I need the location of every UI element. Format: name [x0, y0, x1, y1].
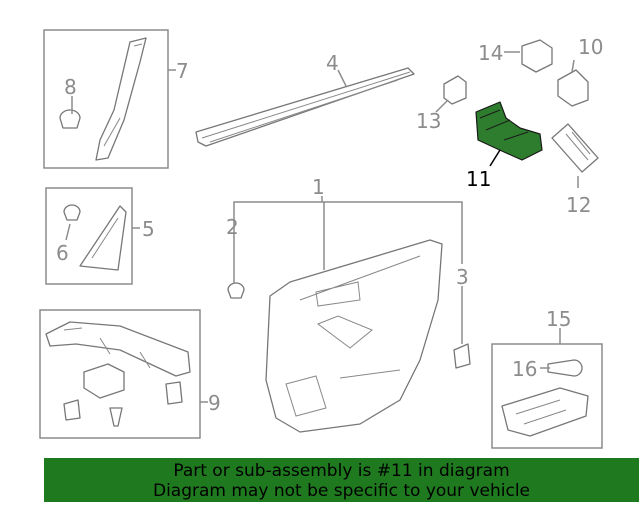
label-11: 11 [466, 167, 491, 191]
part-15-lamp-housing [501, 387, 589, 437]
label-3: 3 [456, 265, 469, 289]
part-group-11: 11 [466, 101, 543, 191]
part-9-clip-a [63, 399, 81, 421]
label-15: 15 [546, 307, 571, 331]
part-9-switch-base [83, 363, 125, 399]
label-8: 8 [64, 75, 77, 99]
part-group-7: 8 7 [43, 29, 189, 169]
part-2-clip [227, 282, 245, 299]
info-banner: Part or sub-assembly is #11 in diagram D… [44, 458, 639, 502]
part-13-cover [443, 75, 467, 105]
part-group-15: 15 16 [491, 307, 603, 449]
part-4-belt-moulding [195, 67, 415, 147]
label-10: 10 [578, 35, 603, 59]
label-12: 12 [566, 193, 591, 217]
part-group-9: 9 [39, 309, 221, 439]
part-group-4: 4 [195, 51, 415, 147]
label-9: 9 [208, 391, 221, 415]
part-9-clip-b [165, 381, 183, 405]
part-14-clip [521, 39, 553, 73]
part-11-window-switch[interactable] [475, 101, 543, 161]
label-4: 4 [326, 51, 339, 75]
label-13: 13 [416, 109, 441, 133]
label-1: 1 [312, 175, 325, 199]
part-12-switch-panel [551, 123, 599, 173]
part-10-bezel [557, 69, 589, 107]
part-group-12: 12 [551, 123, 599, 217]
part-9-screw [109, 407, 123, 427]
part-9-armrest-base [45, 321, 191, 377]
label-2: 2 [226, 215, 239, 239]
part-7-pillar-garnish [95, 37, 147, 161]
label-7: 7 [176, 59, 189, 83]
part-3-fastener [453, 343, 471, 369]
part-group-5: 6 5 [45, 187, 155, 285]
part-8-clip [59, 109, 81, 129]
part-1-door-trim-panel [265, 239, 443, 433]
part-group-upper-right: 13 14 10 [416, 35, 603, 133]
label-16: 16 [512, 357, 537, 381]
part-group-1: 1 2 3 [226, 175, 471, 433]
part-6-clip [63, 204, 81, 221]
label-14: 14 [478, 41, 503, 65]
banner-line-1: Part or sub-assembly is #11 in diagram [173, 461, 510, 481]
label-6: 6 [56, 241, 69, 265]
label-5: 5 [142, 217, 155, 241]
banner-line-2: Diagram may not be specific to your vehi… [152, 481, 530, 501]
part-5-bracket [79, 205, 127, 271]
part-16-bulb [547, 359, 583, 377]
